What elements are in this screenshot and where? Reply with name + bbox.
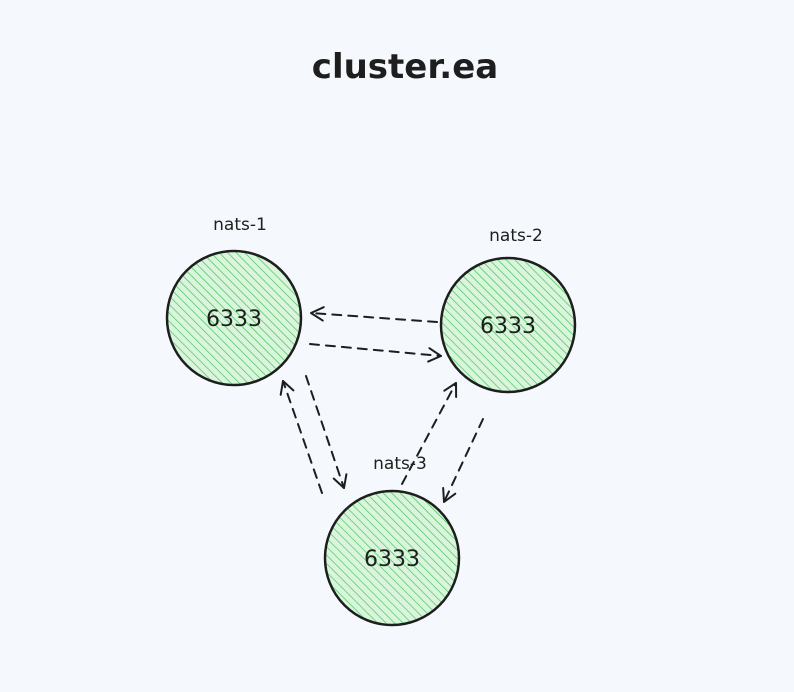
node-nats-2: 6333 nats-2	[439, 226, 577, 394]
arrow-head-icon	[332, 473, 348, 489]
arrow-head-icon	[427, 347, 442, 363]
arrow-head-icon	[279, 380, 295, 396]
node-circle	[439, 256, 577, 394]
edge-nats-1-to-nats-2	[309, 343, 442, 363]
node-port: 6333	[206, 307, 262, 332]
edge-nats-2-to-nats-1	[310, 306, 438, 323]
nodes-layer: 6333 nats-1 6333 nats-2 6333 nats-3	[165, 215, 577, 627]
edge-line	[282, 380, 323, 494]
edges-layer	[279, 306, 484, 503]
node-label: nats-3	[373, 454, 427, 474]
edge-line	[310, 312, 438, 323]
node-port: 6333	[480, 314, 536, 339]
node-nats-3: 6333 nats-3	[323, 454, 461, 627]
node-label: nats-2	[489, 226, 543, 246]
arrow-head-icon	[443, 382, 458, 398]
edge-line	[443, 418, 484, 503]
node-port: 6333	[364, 547, 420, 572]
edge-line	[401, 382, 457, 485]
edge-line	[305, 375, 345, 489]
node-label: nats-1	[213, 215, 267, 235]
node-nats-1: 6333 nats-1	[165, 215, 303, 387]
edge-nats-3-to-nats-2	[401, 382, 458, 485]
edge-nats-3-to-nats-1	[279, 380, 323, 494]
arrow-head-icon	[310, 306, 325, 322]
arrow-head-icon	[442, 487, 457, 503]
diagram-title: cluster.ea	[312, 47, 498, 87]
edge-nats-1-to-nats-3	[305, 375, 348, 489]
edge-nats-2-to-nats-3	[442, 418, 484, 503]
node-circle	[165, 249, 303, 387]
edge-line	[309, 343, 442, 357]
node-circle	[323, 489, 461, 627]
